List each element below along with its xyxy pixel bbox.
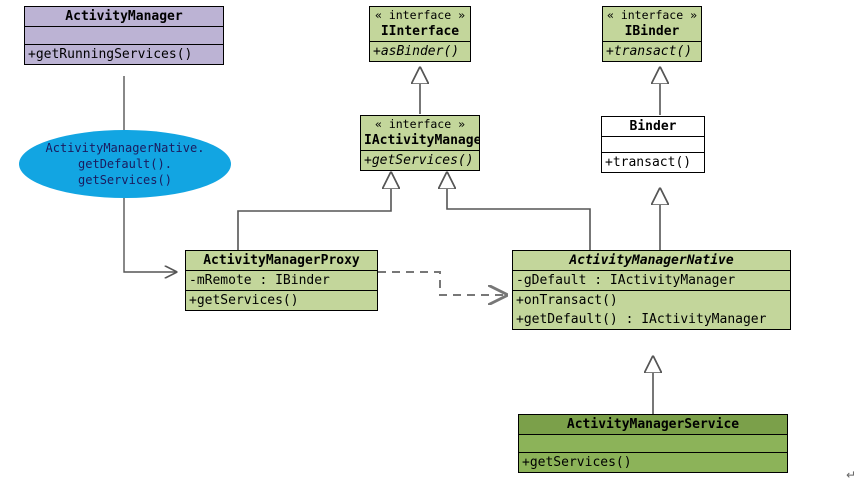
class-activity-manager-service-attributes <box>519 434 787 452</box>
note-ellipse-text: ActivityManagerNative. getDefault(). get… <box>45 141 205 187</box>
class-activity-manager-native-title: ActivityManagerNative <box>569 253 734 268</box>
interface-iinterface-method-0: +asBinder() <box>370 41 470 61</box>
class-activity-manager-native-method-1: +getDefault() : IActivityManager <box>516 312 767 327</box>
class-activity-manager-proxy-attribute-0: -mRemote : IBinder <box>186 270 377 290</box>
class-activity-manager-proxy[interactable]: ActivityManagerProxy -mRemote : IBinder … <box>185 250 378 311</box>
interface-ibinder[interactable]: « interface » IBinder +transact() <box>602 6 702 62</box>
class-activity-manager-native-attribute-0: -gDefault : IActivityManager <box>513 270 790 290</box>
interface-ibinder-stereotype: « interface » <box>606 8 697 22</box>
class-activity-manager-native-method-0: +onTransact() <box>513 290 790 310</box>
class-activity-manager-service-method-0: +getServices() <box>519 452 787 472</box>
class-activity-manager-attributes <box>25 26 223 44</box>
class-activity-manager-proxy-title: ActivityManagerProxy <box>203 253 360 268</box>
interface-iinterface-stereotype: « interface » <box>374 8 465 22</box>
class-activity-manager-native[interactable]: ActivityManagerNative -gDefault : IActiv… <box>512 250 791 330</box>
interface-ibinder-title: IBinder <box>624 24 680 39</box>
interface-iactivity-manager-stereotype: « interface » <box>374 117 465 131</box>
interface-ibinder-method-0: +transact() <box>603 41 701 61</box>
edge-note-to-proxy <box>123 198 176 272</box>
note-ellipse-call-path[interactable]: ActivityManagerNative. getDefault(). get… <box>19 130 231 198</box>
class-activity-manager-method-0: +getRunningServices() <box>25 44 223 64</box>
interface-iactivity-manager[interactable]: « interface » IActivityManager +getServi… <box>360 115 480 171</box>
edge-proxy-to-iactivitymanager <box>237 173 391 250</box>
interface-iinterface[interactable]: « interface » IInterface +asBinder() <box>369 6 471 62</box>
class-activity-manager-title: ActivityManager <box>65 9 183 24</box>
interface-iinterface-title: IInterface <box>380 24 460 39</box>
class-binder-method-0: +transact() <box>602 152 704 172</box>
class-binder-title: Binder <box>629 119 677 134</box>
class-activity-manager-service[interactable]: ActivityManagerService +getServices() <box>518 414 788 473</box>
edge-native-to-iactivitymanager <box>447 173 591 250</box>
class-binder-attributes <box>602 136 704 152</box>
interface-iactivity-manager-method-0: +getServices() <box>361 150 479 170</box>
paragraph-mark-icon: ↵ <box>846 468 857 482</box>
class-activity-manager-service-title: ActivityManagerService <box>519 415 787 434</box>
interface-iactivity-manager-title: IActivityManager <box>364 133 479 148</box>
class-activity-manager-proxy-method-0: +getServices() <box>186 290 377 310</box>
class-binder[interactable]: Binder +transact() <box>601 116 705 173</box>
edge-proxy-to-native-dependency <box>378 271 506 295</box>
class-activity-manager[interactable]: ActivityManager +getRunningServices() <box>24 6 224 65</box>
